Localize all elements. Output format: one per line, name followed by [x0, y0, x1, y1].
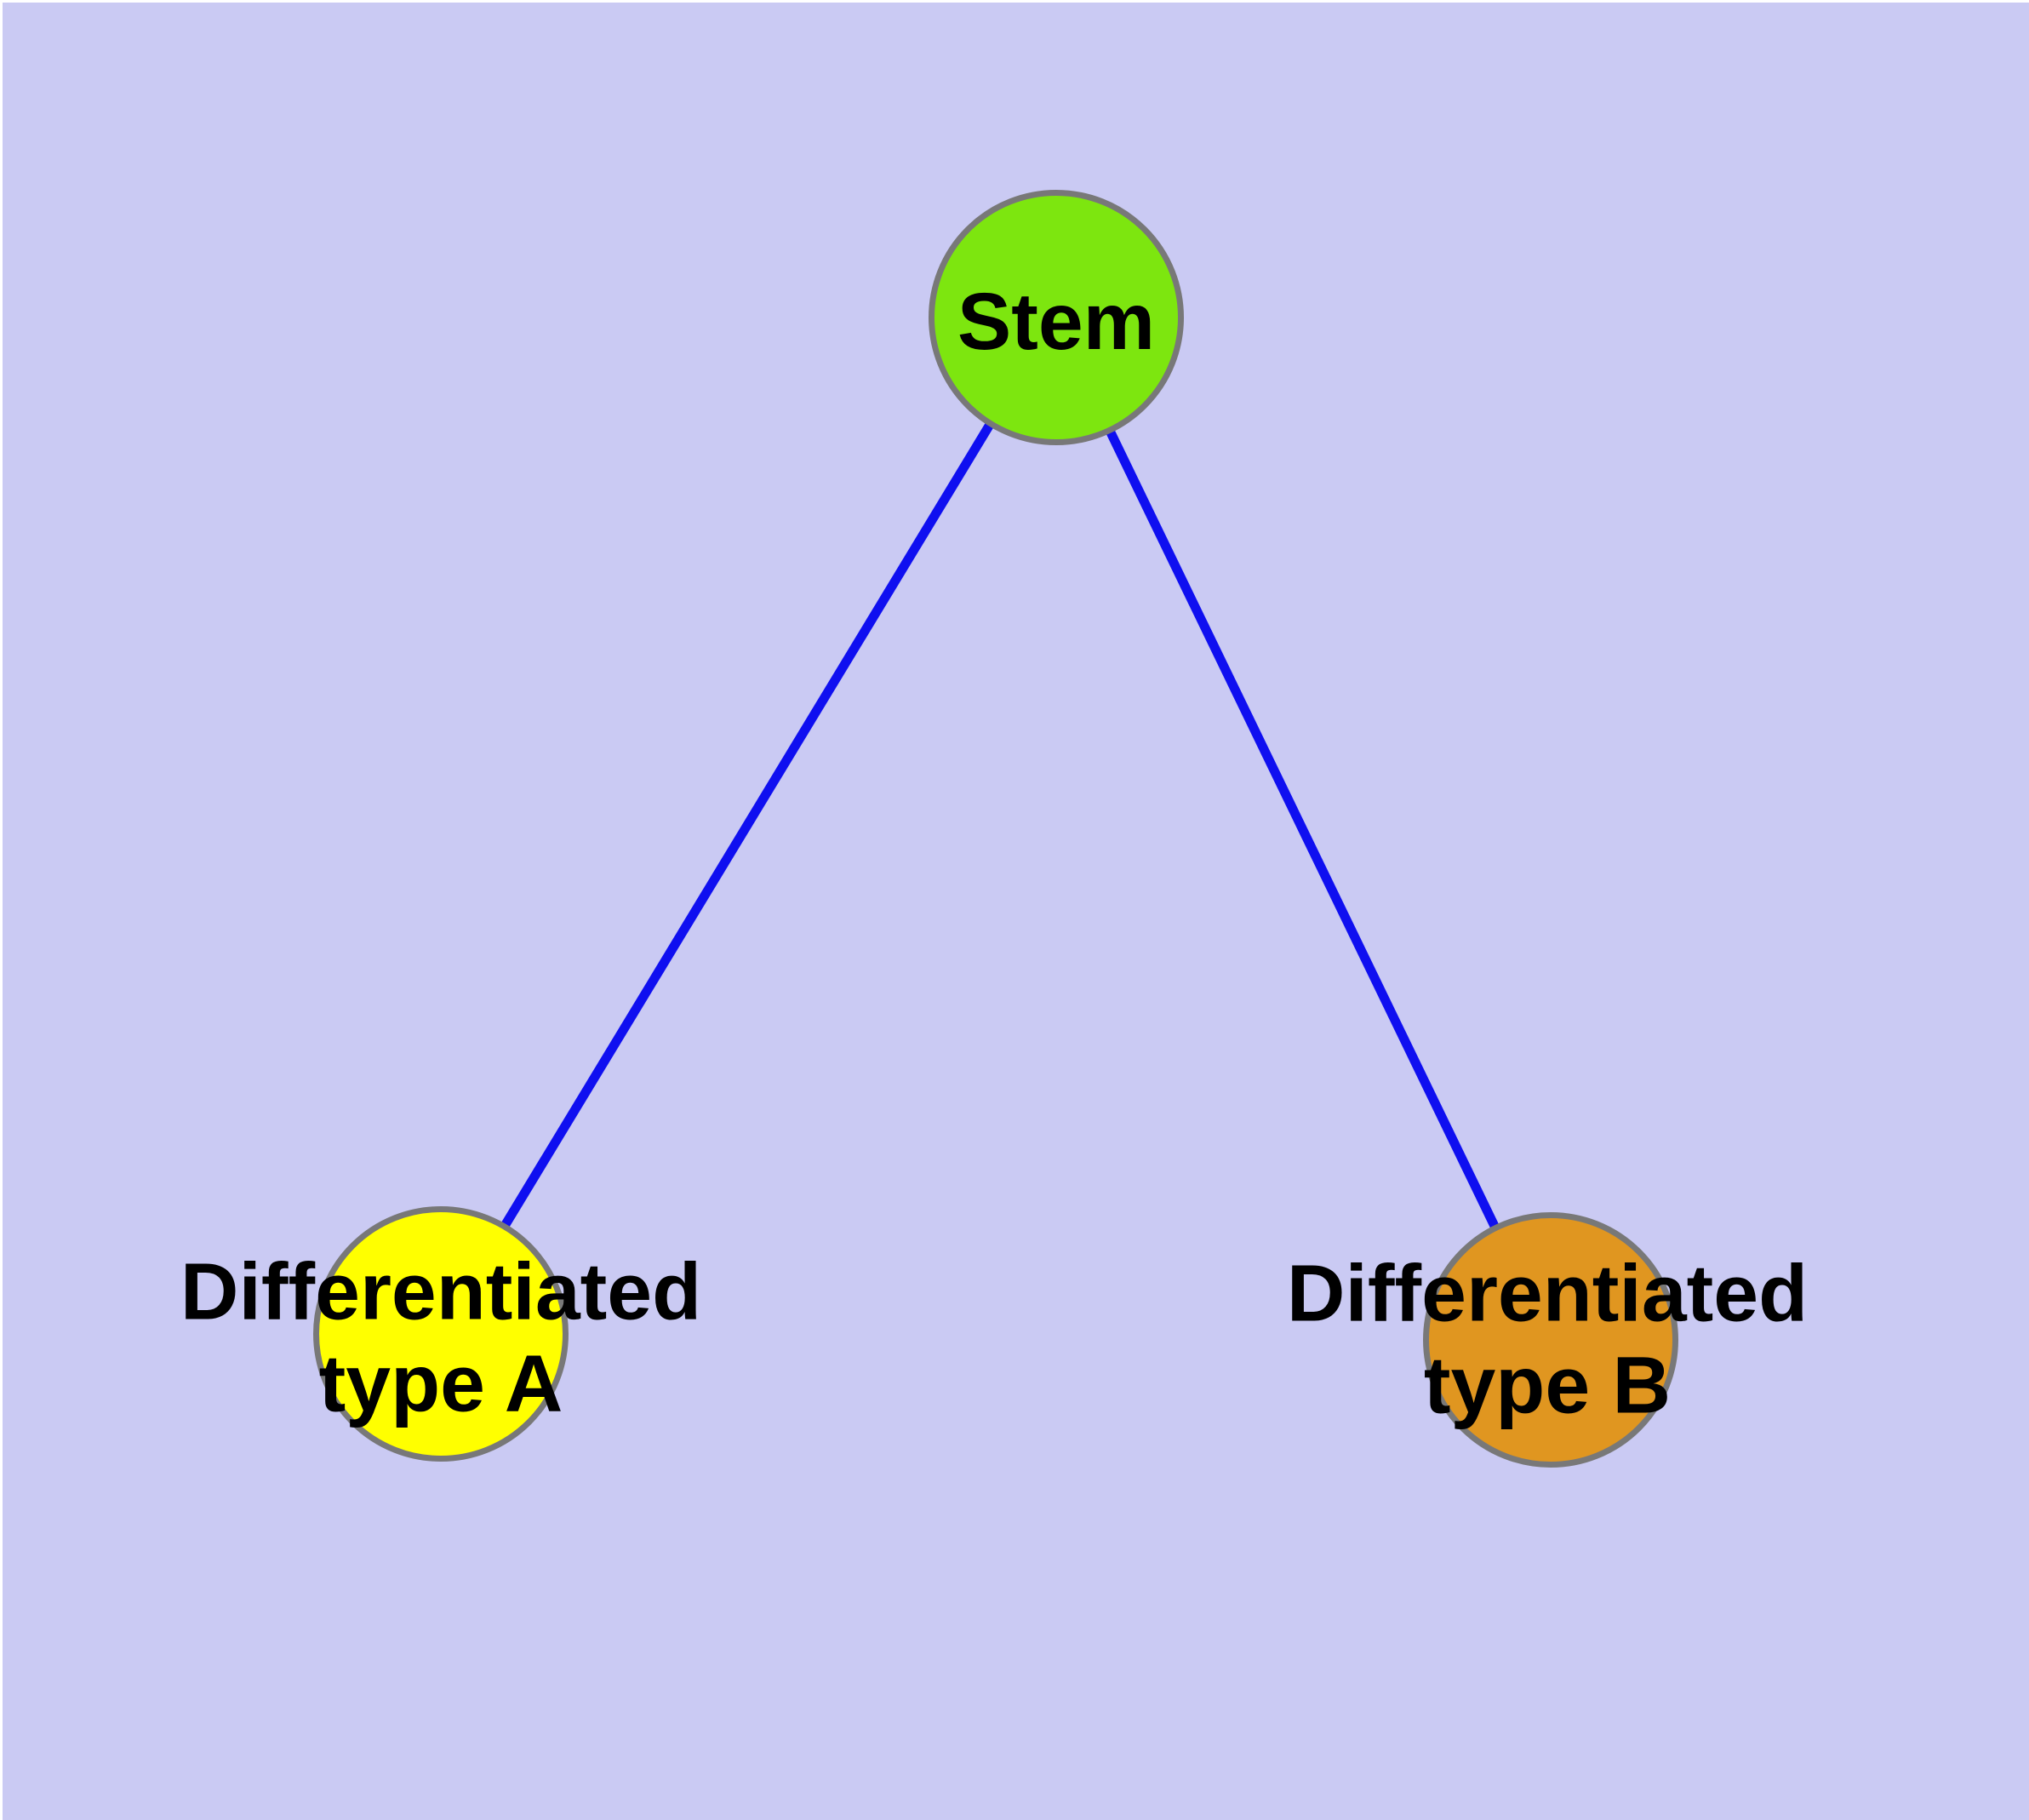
- differentiated-type-a-node-circle: [313, 1206, 569, 1462]
- edge-stem-to-type-a: [436, 314, 1060, 1335]
- edge-stem-to-type-b: [1050, 315, 1553, 1341]
- stem-node-label: Stem: [957, 276, 1156, 367]
- stem-node-circle: [929, 190, 1184, 445]
- differentiated-type-b-node-circle: [1423, 1212, 1678, 1468]
- edges-layer: [436, 314, 1553, 1341]
- differentiated-type-b-node-label: Differentiated type B: [1286, 1248, 1809, 1431]
- differentiated-type-a-node-label: Differentiated type A: [180, 1246, 702, 1429]
